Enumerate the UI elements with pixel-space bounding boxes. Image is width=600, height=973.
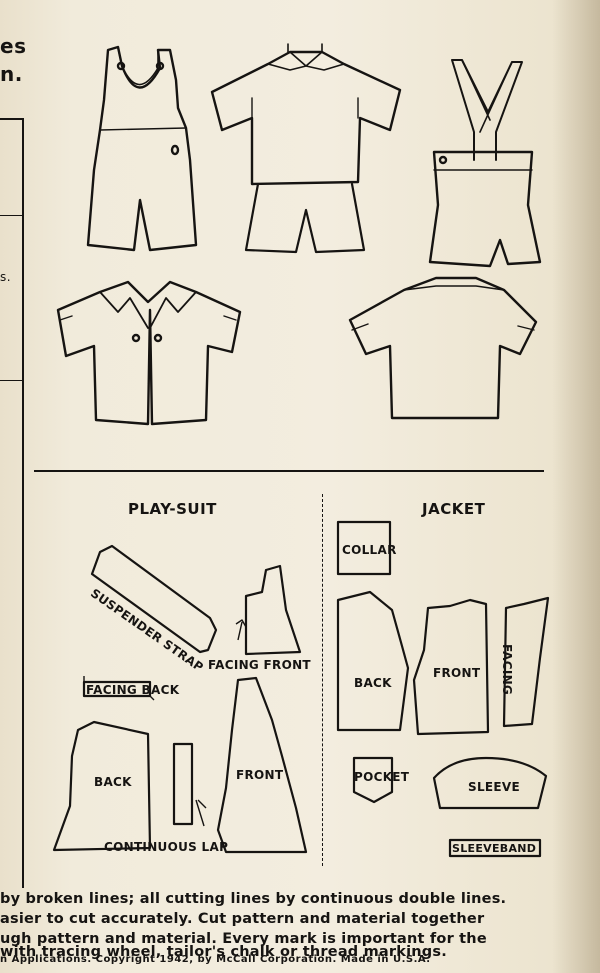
overalls-front-illustration xyxy=(86,45,198,252)
edge-box-rule-2 xyxy=(0,380,22,381)
label-facing-back: FACING BACK xyxy=(86,683,180,697)
instruction-line-1: by broken lines; all cutting lines by co… xyxy=(0,891,507,907)
shirt-and-shorts-illustration xyxy=(210,43,402,254)
label-jacket-front: FRONT xyxy=(433,666,481,680)
jacket-heading: JACKET xyxy=(422,500,486,518)
edge-box-top xyxy=(0,118,24,120)
section-divider xyxy=(34,470,544,472)
label-sleeve: SLEEVE xyxy=(468,780,520,794)
shirt-back-illustration xyxy=(348,276,538,420)
jacket-facing-piece xyxy=(502,596,550,728)
sleeve-piece xyxy=(432,756,548,810)
collar-piece xyxy=(336,520,392,576)
instruction-line-2: asier to cut accurately. Cut pattern and… xyxy=(0,911,485,927)
jacket-front-illustration xyxy=(56,280,242,426)
copyright-line: n Applications. Copyright 1942, by McCal… xyxy=(0,954,431,965)
label-playsuit-front: FRONT xyxy=(236,768,284,782)
label-jacket-back: BACK xyxy=(354,676,392,690)
jacket-front-piece xyxy=(412,598,490,736)
edge-text-3: s. xyxy=(0,270,12,284)
playsuit-front-piece xyxy=(216,676,308,854)
playsuit-back-piece xyxy=(52,720,152,852)
suspender-strap-piece xyxy=(90,544,218,654)
continuous-lap-piece xyxy=(172,742,194,826)
edge-box-right xyxy=(22,118,24,888)
section-separator-dashed xyxy=(322,494,323,866)
pocket-piece xyxy=(352,756,394,804)
edge-text-1: es xyxy=(0,34,27,58)
sleeveband-piece xyxy=(448,838,542,858)
paper-fold-shadow xyxy=(552,0,600,973)
label-collar: COLLAR xyxy=(342,543,397,557)
label-sleeveband: SLEEVEBAND xyxy=(452,842,537,855)
label-continuous-lap: CONTINUOUS LAP xyxy=(104,840,229,854)
edge-box-rule-1 xyxy=(0,215,22,216)
instruction-line-3: ugh pattern and material. Every mark is … xyxy=(0,931,487,947)
suspender-shorts-illustration xyxy=(428,59,542,268)
playsuit-heading: PLAY-SUIT xyxy=(128,500,217,518)
instruction-line-4: with tracing wheel, tailor's chalk or th… xyxy=(0,944,447,960)
label-playsuit-back: BACK xyxy=(94,775,132,789)
edge-text-2: n. xyxy=(0,62,23,86)
label-facing-front: FACING FRONT xyxy=(208,658,311,672)
facing-front-piece xyxy=(244,564,302,656)
label-pocket: POCKET xyxy=(354,770,410,784)
jacket-back-piece xyxy=(336,590,410,732)
label-jacket-facing: FACING xyxy=(500,644,514,696)
